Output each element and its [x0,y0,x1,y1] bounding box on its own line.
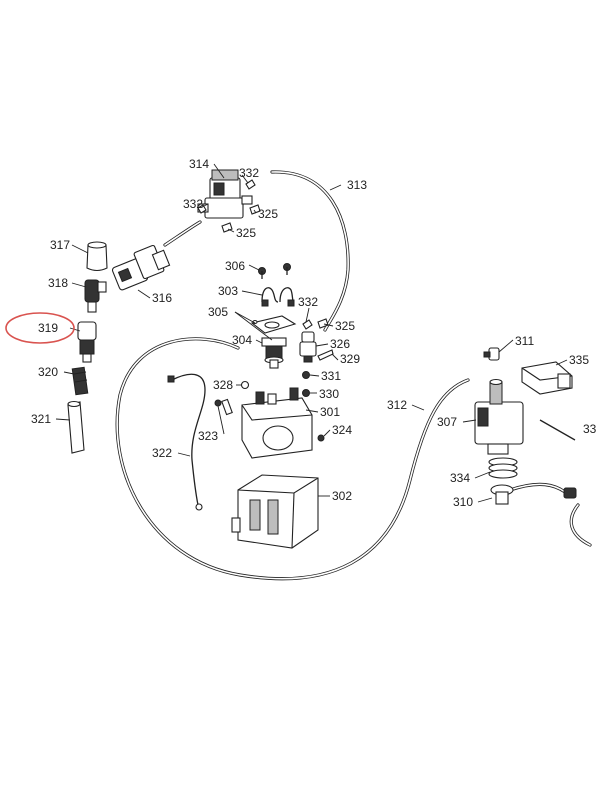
label-307: 307 [437,415,457,429]
label-330: 330 [319,387,339,401]
tube-310-outlet [508,482,592,547]
label-317: 317 [50,238,70,252]
part-310-valve [490,484,577,505]
label-305: 305 [208,305,228,319]
label-312: 312 [387,398,407,412]
tube-312 [115,337,470,581]
part-326-valve [299,331,317,363]
label-302: 302 [332,489,352,503]
tube-313 [270,170,350,332]
label-306: 306 [225,259,245,273]
part-329-pin [317,349,334,361]
label-320: 320 [38,365,58,379]
label-33x: 33 [583,422,597,436]
part-317-cap [86,241,108,272]
part-325-clip [221,204,329,329]
part-305-gasket [250,315,297,334]
part-328-washer [240,380,250,390]
highlight-ring-319 [5,312,75,344]
label-314: 314 [189,157,209,171]
label-325: 325 [258,207,278,221]
part-319-fitting [77,321,97,363]
part-303-cable [261,287,295,307]
label-319: 319 [38,321,58,335]
label-303: 303 [218,284,238,298]
part-33x-rod [539,419,576,441]
label-321: 321 [31,412,51,426]
part-304-boiler-valve [261,337,287,369]
part-306-screws [258,263,291,279]
part-331-nut [302,371,310,379]
part-324-nut [317,434,325,442]
label-311: 311 [515,334,534,348]
label-322: 322 [152,446,172,460]
label-332: 332 [239,166,259,180]
label-325: 325 [236,226,256,240]
label-335: 335 [569,353,589,367]
part-307-pump [474,378,524,455]
part-323-screw [214,398,233,416]
part-322-cable [167,373,206,511]
leader-lines [55,163,568,503]
label-301: 301 [320,405,340,419]
label-331: 331 [321,369,341,383]
label-324: 324 [332,423,352,437]
label-329: 329 [340,352,360,366]
label-304: 304 [232,333,252,347]
part-301-boiler [241,387,313,459]
part-labels: 314 332 313 332 325 325 317 306 318 316 … [31,157,597,509]
part-311-fitting [483,347,500,361]
label-334: 334 [450,471,470,485]
label-323: 323 [198,429,218,443]
part-334-spring [488,457,518,479]
label-326: 326 [330,337,350,351]
part-302-base [231,474,319,549]
part-318-connector [84,279,107,313]
label-328: 328 [213,378,233,392]
part-320-filter [71,366,89,396]
label-332: 332 [298,295,318,309]
tube-small-pump [163,220,202,247]
label-332: 332 [183,197,203,211]
label-316: 316 [152,291,172,305]
part-321-intake-tube [67,400,85,454]
label-318: 318 [48,276,68,290]
label-325: 325 [335,319,355,333]
label-310: 310 [453,495,473,509]
part-330-nut [302,389,310,397]
label-313: 313 [347,178,367,192]
part-316-pump [111,244,171,291]
part-332-clip [197,179,313,330]
part-335-bracket [521,361,573,395]
